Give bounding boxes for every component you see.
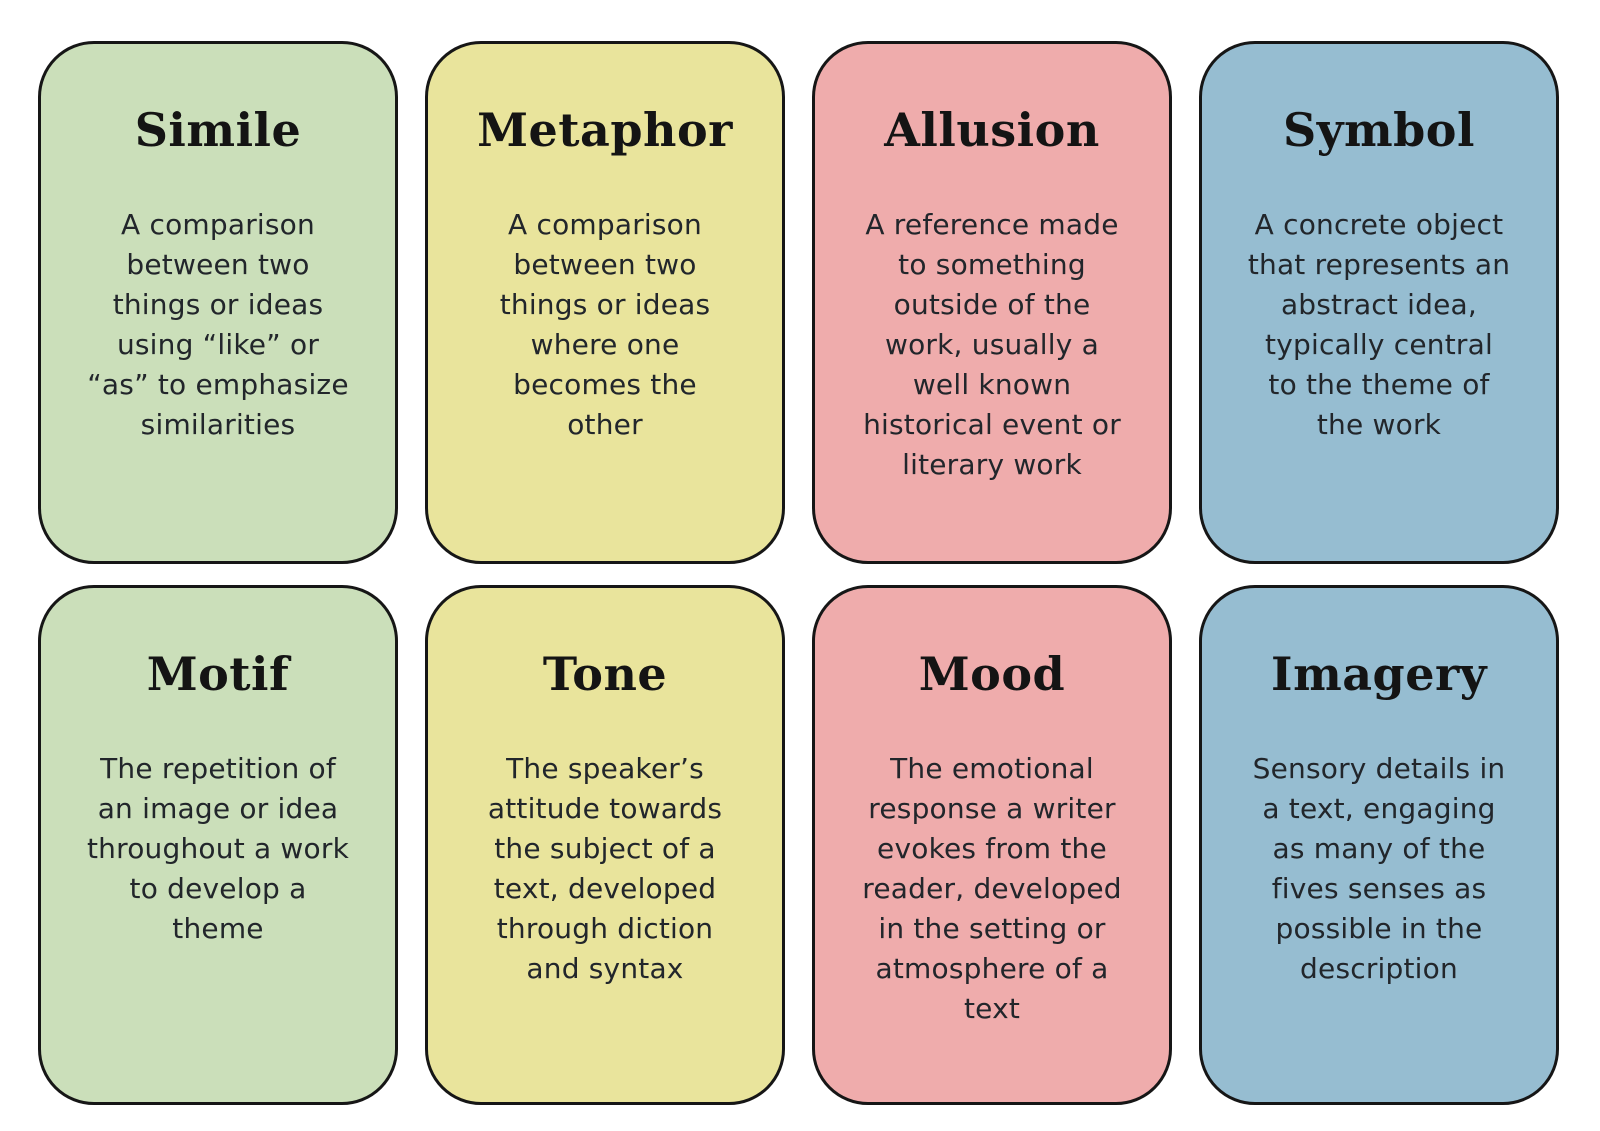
- card-definition-simile: A comparison between two things or ideas…: [87, 207, 349, 441]
- card-title-motif: Motif: [146, 647, 290, 701]
- card-definition-metaphor: A comparison between two things or ideas…: [499, 207, 711, 441]
- card-title-tone: Tone: [542, 647, 668, 701]
- card-metaphor: Metaphor A comparison between two things…: [425, 41, 785, 564]
- card-allusion: Allusion A reference made to something o…: [812, 41, 1172, 564]
- card-mood: Mood The emotional response a writer evo…: [812, 585, 1172, 1105]
- card-definition-tone: The speaker’s attitude towards the subje…: [487, 751, 723, 985]
- card-title-imagery: Imagery: [1271, 647, 1487, 701]
- card-imagery: Imagery Sensory details in a text, engag…: [1199, 585, 1559, 1105]
- card-motif: Motif The repetition of an image or idea…: [38, 585, 398, 1105]
- card-definition-imagery: Sensory details in a text, engaging as m…: [1252, 751, 1506, 985]
- card-tone: Tone The speaker’s attitude towards the …: [425, 585, 785, 1105]
- card-title-allusion: Allusion: [884, 103, 1100, 157]
- card-simile: Simile A comparison between two things o…: [38, 41, 398, 564]
- card-title-symbol: Symbol: [1283, 103, 1475, 157]
- card-definition-allusion: A reference made to something outside of…: [863, 207, 1121, 481]
- card-title-simile: Simile: [134, 103, 302, 157]
- card-definition-motif: The repetition of an image or idea throu…: [87, 751, 349, 945]
- card-definition-mood: The emotional response a writer evokes f…: [862, 751, 1122, 1025]
- card-title-mood: Mood: [918, 647, 1066, 701]
- card-symbol: Symbol A concrete object that represents…: [1199, 41, 1559, 564]
- card-definition-symbol: A concrete object that represents an abs…: [1247, 207, 1511, 441]
- card-title-metaphor: Metaphor: [477, 103, 733, 157]
